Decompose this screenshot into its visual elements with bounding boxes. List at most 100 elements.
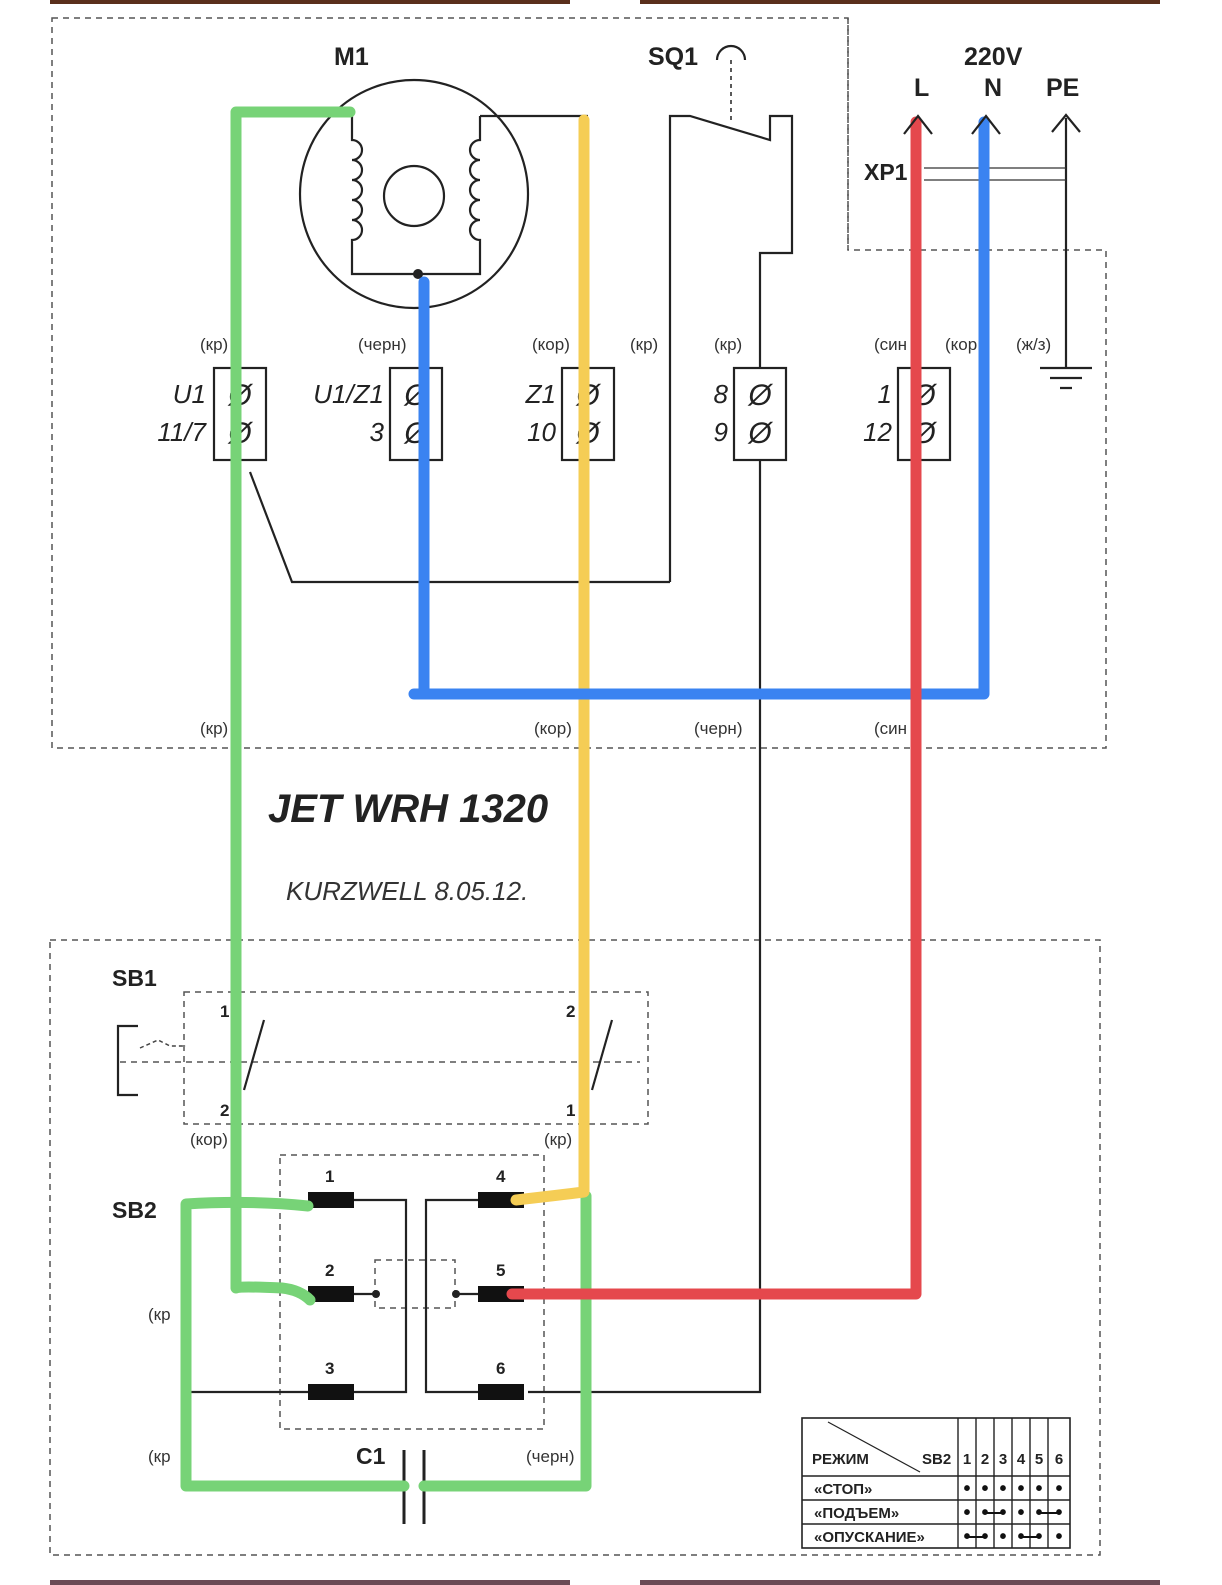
table-col: 4: [1017, 1451, 1026, 1468]
author-caption: KURZWELL 8.05.12.: [286, 876, 528, 906]
terminal-screw-icon: Ø: [747, 417, 773, 450]
line-n-label: N: [984, 74, 1002, 102]
green-wire: [180, 1196, 410, 1492]
terminal-block-u1z1: Ø Ø: [388, 366, 444, 462]
wire-color-label: (кр): [200, 719, 228, 738]
wire-sq1-loop: [668, 114, 794, 582]
terminal-label: Z1: [525, 379, 556, 409]
table-col: 6: [1055, 1451, 1063, 1468]
voltage-label: 220V: [964, 43, 1023, 71]
sb2-contacts: [308, 1192, 524, 1400]
wire-color-label: (черн): [694, 719, 742, 738]
green-wire: [230, 106, 356, 1306]
sb2-contact-num: 5: [496, 1261, 505, 1280]
top-bar: [50, 0, 570, 4]
wire-color-label: (кор: [945, 335, 977, 354]
table-row-label: «ПОДЪЕМ»: [814, 1505, 899, 1522]
yellow-wire: [510, 114, 590, 1206]
table-col: 3: [999, 1451, 1007, 1468]
table-row-label: «СТОП»: [814, 1481, 872, 1498]
mode-table: [801, 1417, 1071, 1549]
line-pe-label: PE: [1046, 74, 1079, 102]
table-switch: SB2: [922, 1451, 951, 1468]
wire-color-label: (кор): [190, 1130, 228, 1149]
wire-color-label: (кор): [532, 335, 570, 354]
terminal-label: U1/Z1: [313, 379, 384, 409]
red-arrow-icon: [903, 114, 933, 135]
sb2-interlock: [374, 1259, 456, 1309]
terminal-label: 9: [714, 417, 728, 447]
terminal-label: 10: [527, 417, 556, 447]
terminal-block-8-9: Ø Ø: [732, 366, 788, 462]
wire-color-label: (черн): [526, 1447, 574, 1466]
capacitor-label: C1: [356, 1443, 386, 1469]
top-bar: [640, 0, 1160, 4]
pe-arrow-icon: [1051, 113, 1081, 133]
terminal-screw-icon: Ø: [747, 379, 773, 412]
wire-color-label: (черн): [358, 335, 406, 354]
wire-color-label: (кр: [148, 1305, 171, 1324]
sb1-contact-right: [590, 1019, 614, 1091]
sb1-contact-left: [242, 1019, 266, 1091]
wire-color-label: (кр): [714, 335, 742, 354]
sb2-label: SB2: [112, 1197, 157, 1223]
wire-color-label: (кр: [148, 1447, 171, 1466]
terminal-label: 12: [863, 417, 892, 447]
wire-color-label: (син: [874, 719, 907, 738]
table-row-label: «ОПУСКАНИЕ»: [814, 1529, 925, 1546]
wire-color-label: (ж/з): [1016, 335, 1051, 354]
svg-text:•: •: [1017, 1478, 1024, 1500]
table-col: 2: [981, 1451, 989, 1468]
sq1-cam-icon: [715, 44, 747, 61]
sb2-contact-num: 1: [325, 1167, 334, 1186]
motor-rotor: [382, 164, 446, 228]
line-l-label: L: [914, 74, 929, 102]
motor-winding-right: [414, 116, 482, 276]
blue-arrow-icon: [971, 114, 1001, 135]
table-dots-stop: • • • • • •: [963, 1478, 1062, 1500]
terminal-label: 8: [714, 379, 729, 409]
wire-color-label: (кр): [544, 1130, 572, 1149]
motor-body: [298, 78, 530, 310]
limit-switch-label: SQ1: [648, 43, 698, 71]
wire-black-vertical: [528, 475, 762, 1394]
motor-winding-left: [350, 112, 414, 276]
red-wire: [506, 116, 922, 1300]
sb1-contact-num: 1: [566, 1101, 575, 1120]
svg-text:•: •: [1055, 1526, 1062, 1548]
wire-u1-diagonal: [248, 471, 670, 584]
terminal-label: 1: [878, 379, 892, 409]
terminal-block-1-12: Ø Ø: [896, 366, 952, 462]
sb2-bridge-left: [354, 1198, 408, 1394]
svg-text:•: •: [1017, 1502, 1024, 1524]
sb2-bridge-right: [424, 1198, 478, 1394]
plug-label: XP1: [864, 159, 908, 185]
wire-color-label: (син: [874, 335, 907, 354]
sb2-contact-num: 4: [496, 1167, 506, 1186]
svg-text:•: •: [963, 1502, 970, 1524]
sb1-label: SB1: [112, 965, 157, 991]
sb2-contact-num: 6: [496, 1359, 505, 1378]
sb1-contact-num: 1: [220, 1002, 229, 1021]
sb1-contact-num: 2: [566, 1002, 575, 1021]
blue-wire: [408, 116, 990, 700]
svg-text:•: •: [1035, 1478, 1042, 1500]
terminal-label: U1: [173, 379, 206, 409]
wire-color-label: (кор): [534, 719, 572, 738]
terminal-label: 11/7: [157, 417, 207, 447]
wire-color-label: (кр): [200, 335, 228, 354]
table-col: 5: [1035, 1451, 1043, 1468]
sb1-contact-num: 2: [220, 1101, 229, 1120]
table-col: 1: [963, 1451, 971, 1468]
bottom-bar: [640, 1580, 1160, 1585]
sb1-enclosure: [183, 991, 649, 1125]
sb2-contact-num: 3: [325, 1359, 334, 1378]
sb1-button-icon: [139, 1039, 186, 1049]
svg-text:•: •: [999, 1526, 1006, 1548]
bottom-bar: [50, 1580, 570, 1585]
svg-text:•: •: [963, 1478, 970, 1500]
green-wire: [418, 1190, 592, 1492]
svg-text:•: •: [999, 1478, 1006, 1500]
earth-icon: [1040, 366, 1092, 390]
